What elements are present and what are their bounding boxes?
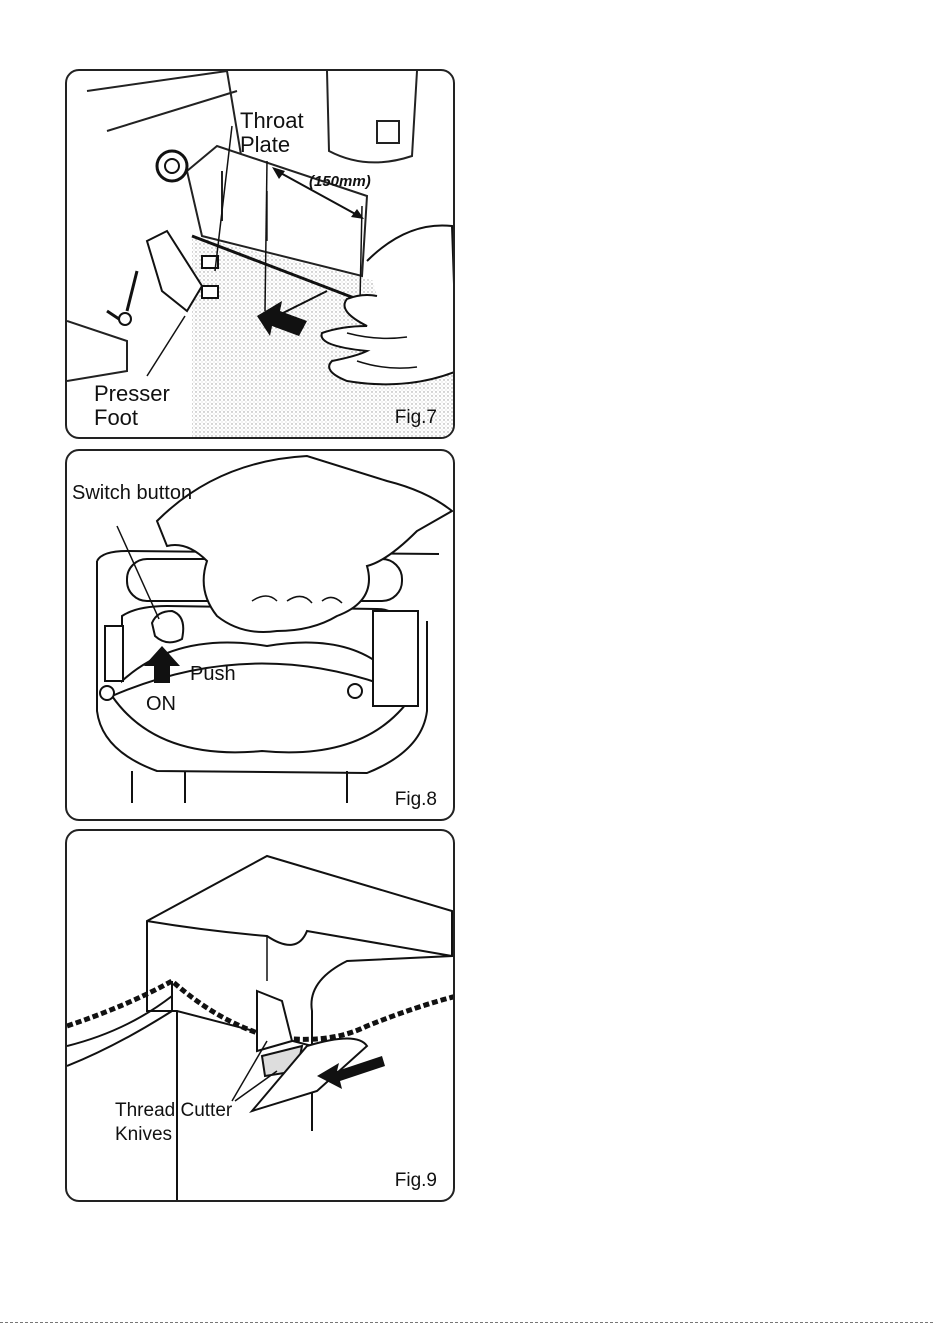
figure-number: Fig.7 <box>395 407 437 429</box>
figure-number: Fig.9 <box>395 1170 437 1192</box>
on-label: ON <box>146 693 176 716</box>
page-bottom-rule <box>0 1322 933 1323</box>
push-label: Push <box>190 663 236 686</box>
dimension-label: (150mm) <box>309 173 371 190</box>
thread-cutter-knives-label: Thread Cutter Knives <box>115 1099 232 1147</box>
figure-7: Throat Plate (150mm) Presser Foot Fig.7 <box>65 69 455 439</box>
switch-button-label: Switch button <box>72 482 192 505</box>
fig8-illustration <box>67 451 455 821</box>
throat-plate-label: Throat Plate <box>240 109 304 157</box>
figure-9: Thread Cutter Knives Fig.9 <box>65 829 455 1202</box>
figure-number: Fig.8 <box>395 789 437 811</box>
figure-8: Switch button Push ON Fig.8 <box>65 449 455 821</box>
presser-foot-label: Presser Foot <box>94 382 170 430</box>
